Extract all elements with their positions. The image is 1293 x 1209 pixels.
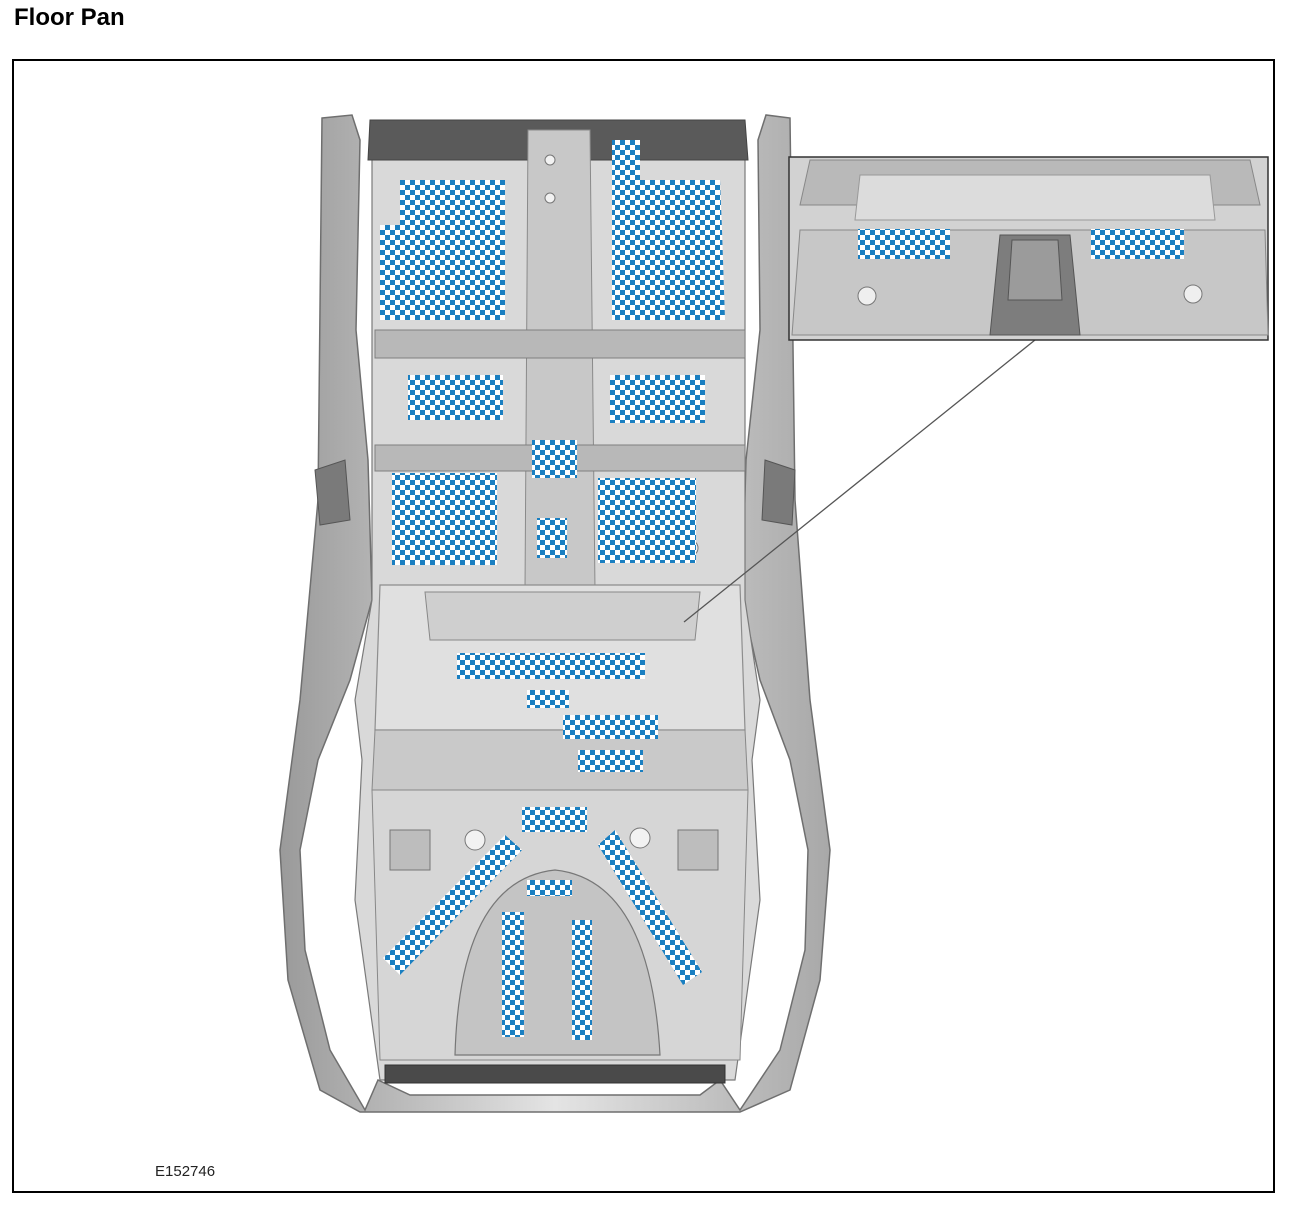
inset-deadener-pad-right <box>1091 229 1184 259</box>
deadener-pad-rear-diagonal-right <box>598 830 702 985</box>
deadener-pad-small-4 <box>522 807 587 832</box>
deadener-pad-seat-pan <box>457 653 645 679</box>
deadener-pad-small-2 <box>563 715 658 739</box>
deadener-pad-rear-diagonal-left <box>383 835 522 975</box>
deadener-pads-main <box>380 140 725 1040</box>
deadener-pad-front-right <box>612 140 725 320</box>
deadener-pad-small-3 <box>578 750 643 772</box>
deadener-pad-tunnel-mid <box>532 440 577 478</box>
deadener-pad-wheelwell-left <box>502 912 524 1037</box>
deadener-pad-rear-left <box>392 473 497 565</box>
deadener-pad-front-left <box>380 180 505 320</box>
figure-reference-id: E152746 <box>155 1163 216 1180</box>
deadener-pad-mid-left <box>408 375 503 420</box>
deadener-pad-wheelwell-top <box>527 880 572 896</box>
deadener-pad-small-1 <box>527 690 569 708</box>
inset-deadener-pad-left <box>858 229 950 259</box>
deadener-pad-rear-right <box>598 478 696 563</box>
inset-leader-line <box>683 339 1036 623</box>
vehicle-body <box>279 114 831 1113</box>
inset-detail-view <box>788 156 1269 341</box>
page-title: Floor Pan <box>14 4 125 31</box>
deadener-pad-tunnel-rear <box>537 518 567 558</box>
deadener-pad-mid-right <box>610 375 705 423</box>
deadener-pad-wheelwell-right <box>572 920 592 1040</box>
